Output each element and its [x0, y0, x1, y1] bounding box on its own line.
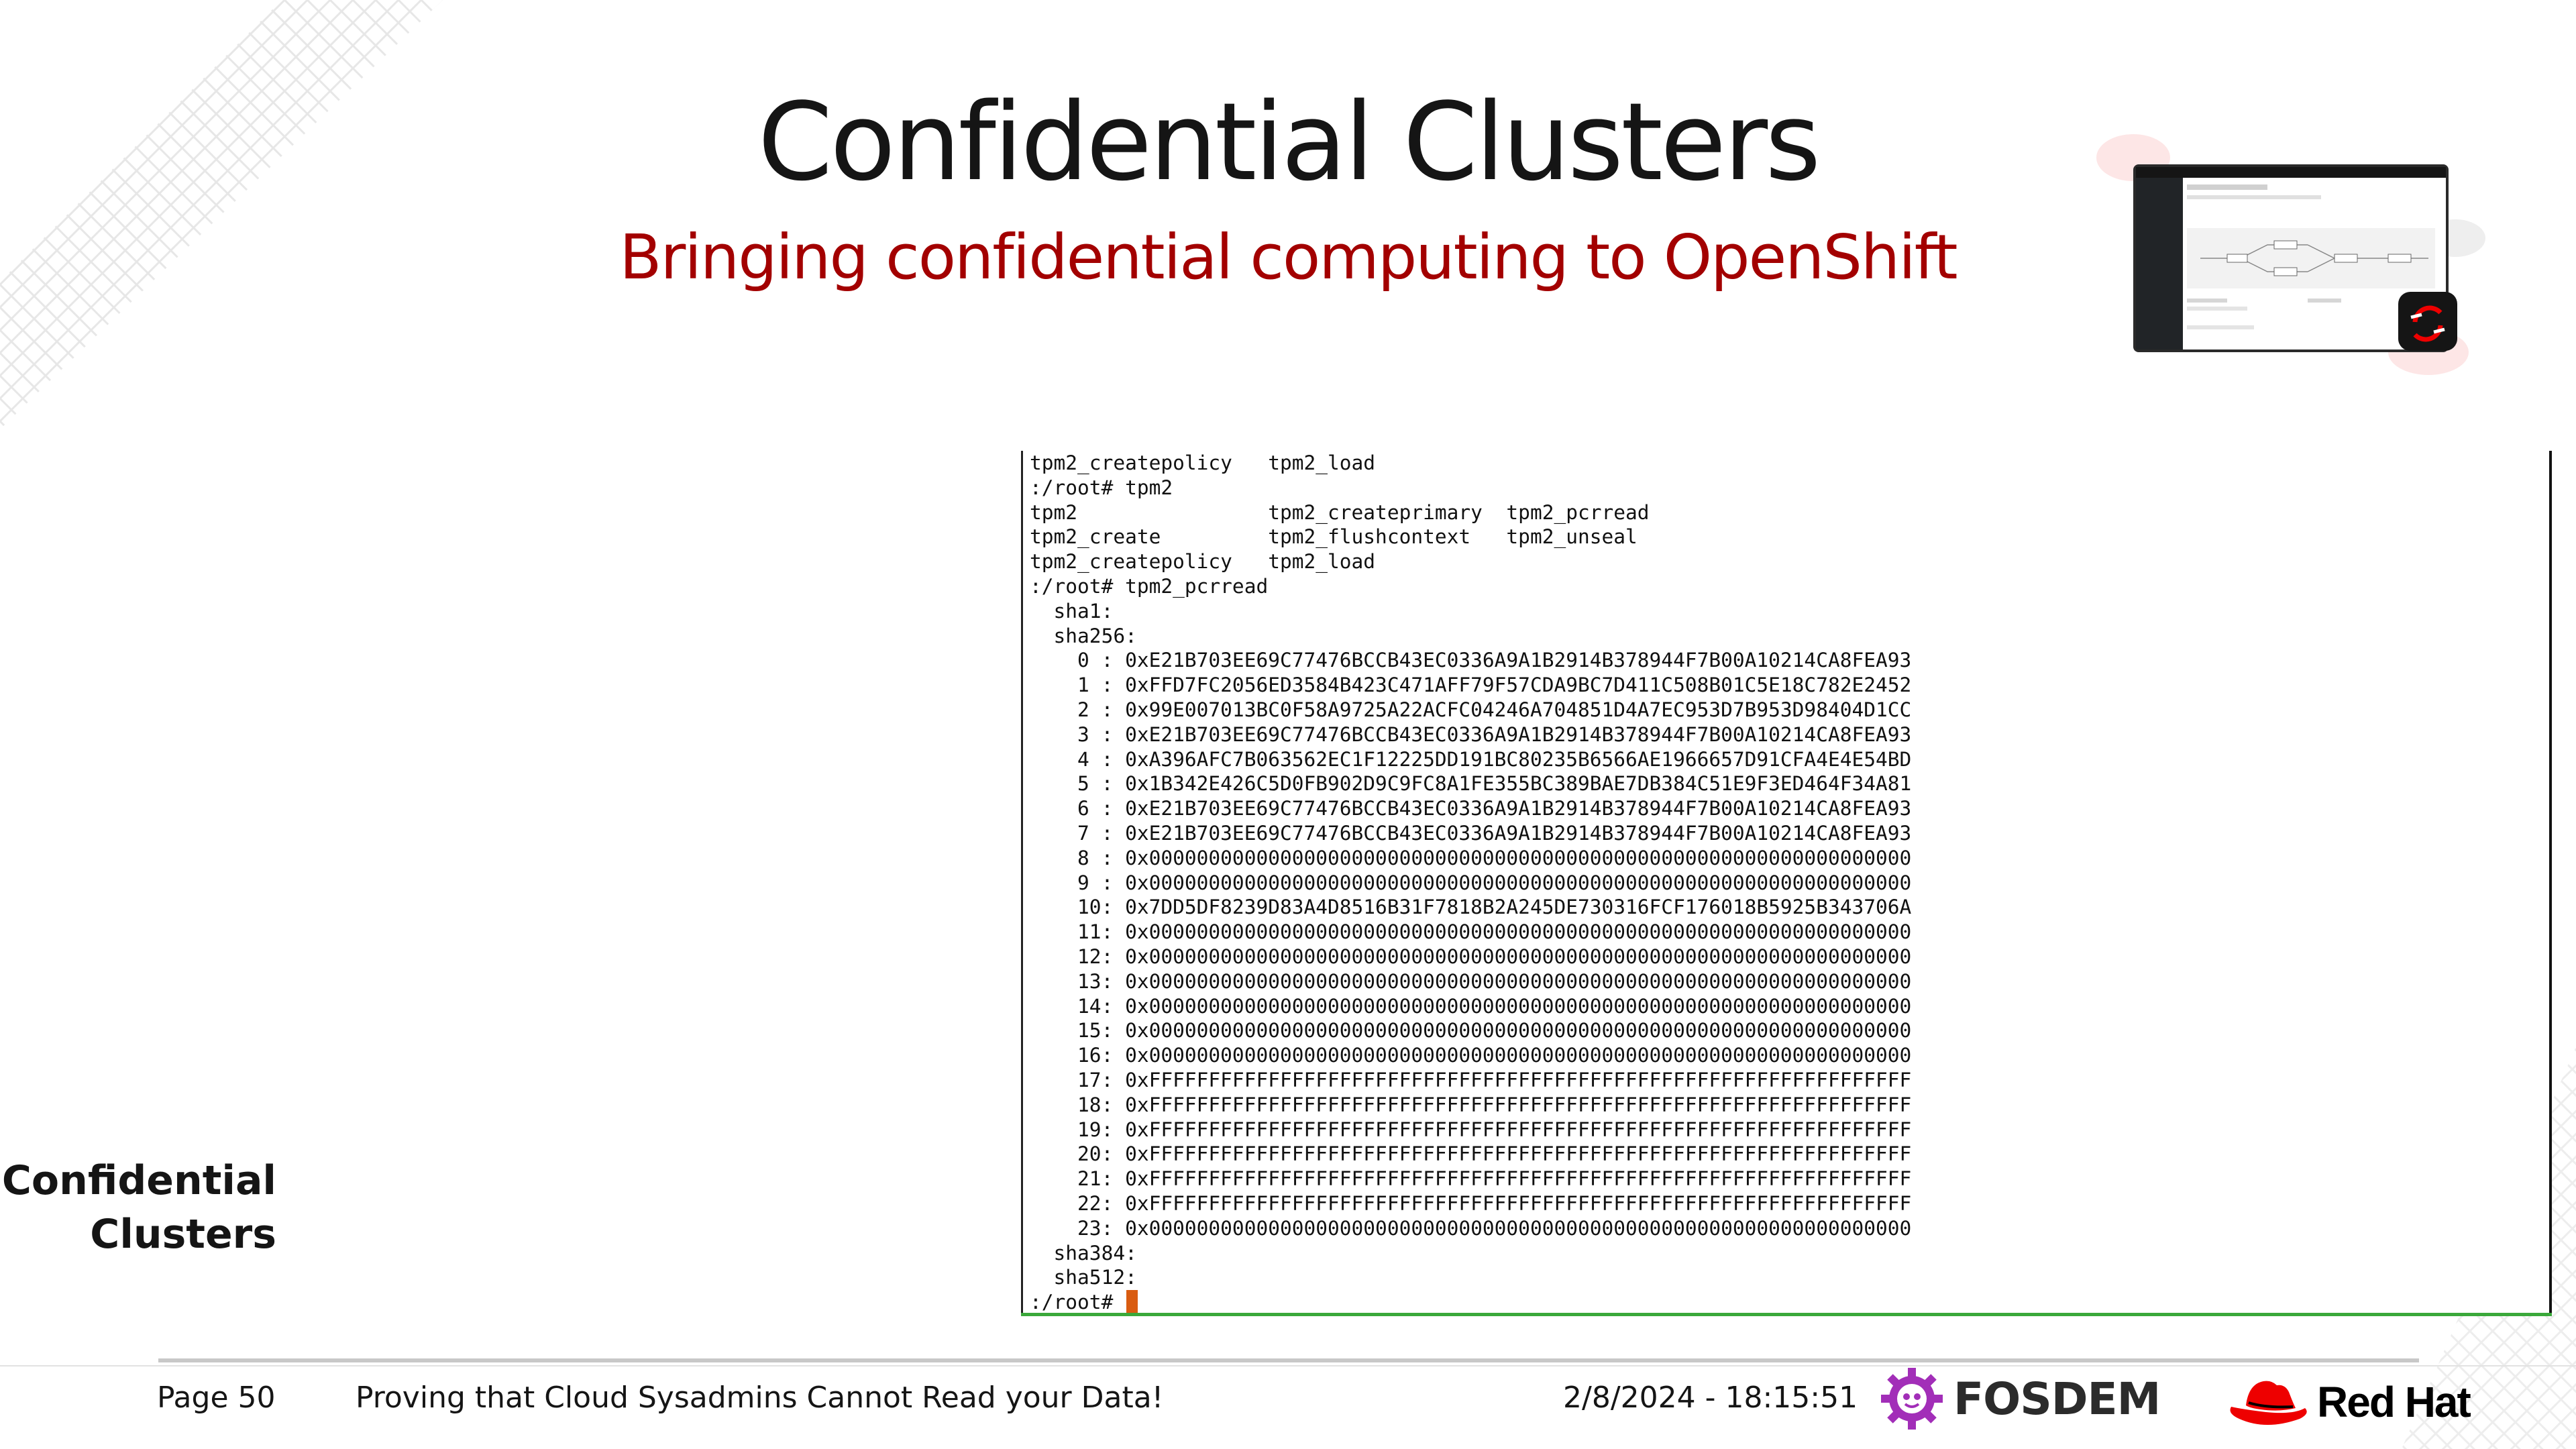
openshift-console-thumbnail	[2096, 134, 2485, 375]
terminal-line: 4 : 0xA396AFC7B063562EC1F12225DD191BC802…	[1030, 747, 1912, 771]
terminal-line: 8 : 0x0000000000000000000000000000000000…	[1030, 846, 1912, 869]
page-number: Page 50	[157, 1381, 276, 1415]
terminal-line: sha1:	[1030, 599, 1114, 623]
terminal-line: 12: 0x0000000000000000000000000000000000…	[1030, 945, 1912, 968]
fosdem-logo: FOSDEM	[1878, 1362, 2161, 1436]
fosdem-logo-text: FOSDEM	[1953, 1373, 2161, 1425]
date-time: 2/8/2024 - 18:15:51	[1563, 1381, 1858, 1415]
terminal-line: 1 : 0xFFD7FC2056ED3584B423C471AFF79F57CD…	[1030, 674, 1912, 697]
terminal-cursor	[1126, 1290, 1138, 1315]
terminal-line: 11: 0x0000000000000000000000000000000000…	[1030, 920, 1912, 944]
slide-title: Confidential Clusters	[757, 79, 1821, 205]
terminal-line: 16: 0x0000000000000000000000000000000000…	[1030, 1044, 1912, 1067]
terminal-line: 10: 0x7DD5DF8239D83A4D8516B31F7818B2A245…	[1030, 896, 1912, 919]
terminal-line: sha384:	[1030, 1241, 1137, 1265]
terminal-line: 20: 0xFFFFFFFFFFFFFFFFFFFFFFFFFFFFFFFFFF…	[1030, 1142, 1912, 1166]
terminal-line: 18: 0xFFFFFFFFFFFFFFFFFFFFFFFFFFFFFFFFFF…	[1030, 1093, 1912, 1116]
section-label-line1: Confidential	[1, 1157, 276, 1204]
terminal-line: 2 : 0x99E007013BC0F58A9725A22ACFC04246A7…	[1030, 698, 1912, 721]
terminal-line: 14: 0x0000000000000000000000000000000000…	[1030, 994, 1912, 1018]
terminal-line: tpm2 tpm2_createprimary tpm2_pcrread	[1030, 500, 1650, 524]
slide-subtitle: Bringing confidential computing to OpenS…	[619, 221, 1957, 293]
redhat-logo-text: Red Hat	[2317, 1378, 2471, 1426]
terminal-line: 22: 0xFFFFFFFFFFFFFFFFFFFFFFFFFFFFFFFFFF…	[1030, 1191, 1912, 1215]
terminal-bottom-border	[1021, 1313, 2552, 1316]
terminal-line: 19: 0xFFFFFFFFFFFFFFFFFFFFFFFFFFFFFFFFFF…	[1030, 1118, 1912, 1141]
terminal-line: 0 : 0xE21B703EE69C77476BCCB43EC0336A9A1B…	[1030, 649, 1912, 672]
redhat-logo: Red Hat	[2226, 1368, 2471, 1436]
terminal-line: tpm2_create tpm2_flushcontext tpm2_unsea…	[1030, 525, 1638, 549]
terminal-line: 6 : 0xE21B703EE69C77476BCCB43EC0336A9A1B…	[1030, 797, 1912, 820]
terminal-line: 21: 0xFFFFFFFFFFFFFFFFFFFFFFFFFFFFFFFFFF…	[1030, 1167, 1912, 1191]
footer-divider	[158, 1358, 2419, 1362]
terminal-line: tpm2_createpolicy tpm2_load	[1030, 451, 1376, 474]
footer-divider-thin	[0, 1365, 2576, 1366]
openshift-icon	[2398, 292, 2457, 351]
terminal-line: :/root# tpm2	[1030, 476, 1173, 499]
terminal-prompt: :/root#	[1030, 1291, 1126, 1314]
section-label-line2: Clusters	[90, 1211, 276, 1258]
terminal-line: 15: 0x0000000000000000000000000000000000…	[1030, 1019, 1912, 1042]
terminal-line: 17: 0xFFFFFFFFFFFFFFFFFFFFFFFFFFFFFFFFFF…	[1030, 1068, 1912, 1091]
terminal-line: 13: 0x0000000000000000000000000000000000…	[1030, 969, 1912, 993]
decorative-pattern-top-left	[0, 0, 443, 429]
terminal-line: 9 : 0x0000000000000000000000000000000000…	[1030, 871, 1912, 894]
section-label: Confidential Clusters	[2, 1154, 276, 1261]
terminal-line: 3 : 0xE21B703EE69C77476BCCB43EC0336A9A1B…	[1030, 722, 1912, 746]
talk-title: Proving that Cloud Sysadmins Cannot Read…	[356, 1381, 1164, 1415]
terminal-line: sha512:	[1030, 1266, 1137, 1289]
terminal-line: tpm2_createpolicy tpm2_load	[1030, 550, 1376, 574]
terminal-line: 5 : 0x1B342E426C5D0FB902D9C9FC8A1FE355BC…	[1030, 772, 1912, 796]
terminal-line: 7 : 0xE21B703EE69C77476BCCB43EC0336A9A1B…	[1030, 821, 1912, 845]
terminal-line: :/root# tpm2_pcrread	[1030, 574, 1269, 598]
terminal-line: sha256:	[1030, 624, 1137, 647]
terminal-line: 23: 0x0000000000000000000000000000000000…	[1030, 1216, 1912, 1240]
terminal-prompt-line[interactable]: :/root#	[1030, 1290, 1911, 1315]
fosdem-gear-icon	[1881, 1368, 1943, 1430]
redhat-fedora-icon	[2230, 1381, 2307, 1425]
